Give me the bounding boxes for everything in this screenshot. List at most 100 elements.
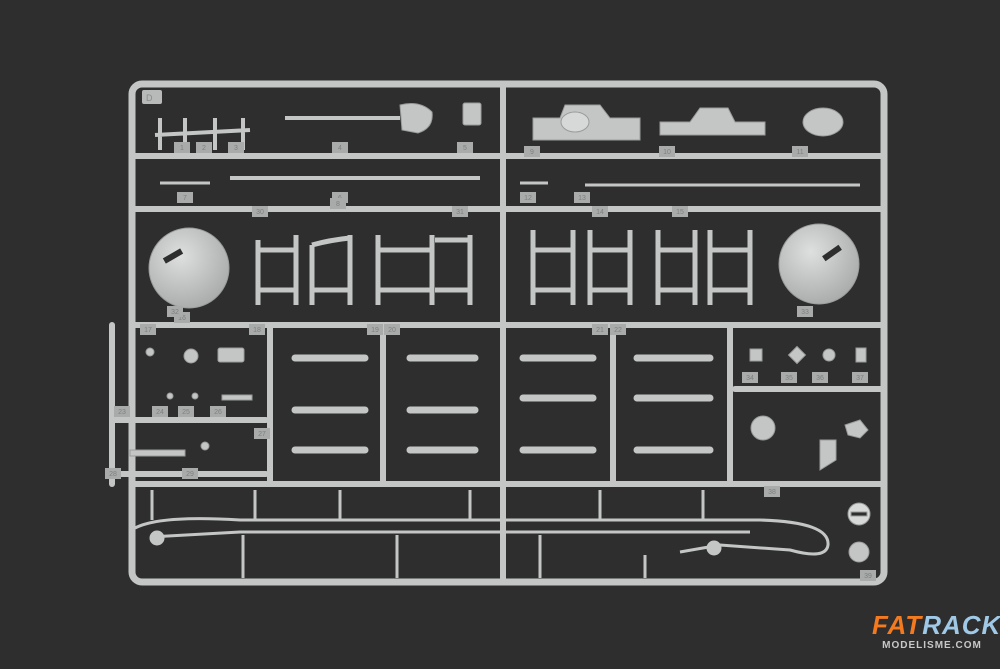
part-number-tab: 28: [105, 468, 121, 479]
part-number-label: 9: [530, 149, 534, 156]
part-number-label: 12: [524, 195, 532, 202]
small-parts-right: [749, 345, 871, 563]
part-number-tab: 5: [457, 142, 473, 153]
part-number-tab-bg: [167, 306, 183, 317]
part-number-tab: 2: [196, 142, 212, 153]
part-number-tab-bg: [860, 570, 876, 581]
part-number-label: 16: [178, 315, 186, 322]
part-number-tab: 10: [659, 146, 675, 157]
part-number-tab-bg: [672, 206, 688, 217]
part-number-tab: 9: [524, 146, 540, 157]
ladder-parts: [255, 230, 753, 305]
part-number-tab-bg: [520, 192, 536, 203]
part-number-tab-bg: [178, 406, 194, 417]
part-number-label: 11: [796, 149, 803, 156]
part-number-tab-bg: [764, 486, 780, 497]
part-number-tab: 11: [792, 146, 808, 157]
part-number-label: 13: [578, 195, 586, 202]
watermark-brand-b: RACK: [922, 610, 1000, 640]
part-number-tab-bg: [592, 206, 608, 217]
part-number-tab-bg: [457, 142, 473, 153]
part-number-tab: 16: [174, 312, 190, 323]
part-number-tab: 22: [610, 324, 626, 335]
part-number-label: 33: [801, 309, 809, 316]
part-number-label: 14: [596, 209, 604, 216]
part-number-tab-bg: [574, 192, 590, 203]
part-number-tab: 8: [330, 198, 346, 209]
part-number-label: 37: [856, 375, 864, 382]
part-number-tab: 19: [367, 324, 383, 335]
part-number-tab-bg: [384, 324, 400, 335]
part-number-tab: 7: [177, 192, 193, 203]
part-number-tabs: 1234567891011121314151617181920212223242…: [105, 142, 876, 581]
part-number-tab: 3: [228, 142, 244, 153]
part-number-label: 30: [256, 209, 264, 216]
part-number-label: 26: [214, 409, 222, 416]
sprue-runners-vertical: [109, 81, 733, 585]
part-number-tab-bg: [196, 142, 212, 153]
part-number-tab: 14: [592, 206, 608, 217]
part-number-label: 1: [180, 145, 184, 152]
part-number-tab-bg: [254, 428, 270, 439]
part-number-tab: 30: [252, 206, 268, 217]
part-number-label: 21: [596, 327, 604, 334]
part-number-tab: 1: [174, 142, 190, 153]
part-number-tab-bg: [228, 142, 244, 153]
part-number-tab-bg: [210, 406, 226, 417]
part-number-tab: 12: [520, 192, 536, 203]
part-number-tab-bg: [114, 406, 130, 417]
part-number-tab-bg: [330, 198, 346, 209]
part-number-label: 24: [156, 409, 164, 416]
part-number-tab-bg: [592, 324, 608, 335]
part-number-label: 27: [258, 431, 266, 438]
part-number-tab: 24: [152, 406, 168, 417]
part-number-label: 7: [183, 195, 187, 202]
part-number-tab-bg: [182, 468, 198, 479]
tow-cable-part: [134, 517, 830, 556]
part-number-label: 15: [676, 209, 684, 216]
part-number-tab-bg: [174, 312, 190, 323]
part-number-tab: 38: [764, 486, 780, 497]
part-number-tab-bg: [174, 142, 190, 153]
part-number-tab: 23: [114, 406, 130, 417]
part-number-tab-bg: [852, 372, 868, 383]
watermark-logo: FATRACK MODELISME.COM: [872, 610, 1000, 658]
part-number-label: 34: [746, 375, 754, 382]
part-number-label: 29: [186, 471, 194, 478]
watermark-brand-a: FAT: [872, 610, 923, 640]
part-number-tab-bg: [781, 372, 797, 383]
part-number-tab: 17: [140, 324, 156, 335]
part-number-label: 20: [388, 327, 396, 334]
disc-parts: [148, 223, 860, 309]
part-number-label: 2: [202, 145, 206, 152]
small-parts-left: [129, 347, 253, 457]
part-number-label: 22: [614, 327, 622, 334]
part-number-label: 18: [253, 327, 261, 334]
part-number-tab-bg: [177, 192, 193, 203]
part-number-tab-bg: [524, 146, 540, 157]
part-number-tab: 31: [452, 206, 468, 217]
part-number-tab: 15: [672, 206, 688, 217]
part-number-tab: 34: [742, 372, 758, 383]
part-number-tab: 18: [249, 324, 265, 335]
bar-parts: [291, 354, 714, 454]
part-number-tab-bg: [452, 206, 468, 217]
part-number-tab-bg: [797, 306, 813, 317]
part-number-label: 3: [234, 145, 238, 152]
part-number-tab: 20: [384, 324, 400, 335]
part-number-tab-bg: [742, 372, 758, 383]
part-number-tab: 26: [210, 406, 226, 417]
part-number-label: 17: [144, 327, 152, 334]
part-number-label: 23: [118, 409, 126, 416]
part-number-tab-bg: [140, 324, 156, 335]
watermark-site: MODELISME.COM: [882, 640, 982, 651]
part-number-tab: 33: [797, 306, 813, 317]
part-number-label: 4: [338, 145, 342, 152]
part-number-label: 32: [171, 309, 179, 316]
part-number-label: 36: [816, 375, 824, 382]
part-number-tab-bg: [252, 206, 268, 217]
part-number-tab: 39: [860, 570, 876, 581]
top-row-parts: [154, 102, 860, 187]
part-number-tab: 37: [852, 372, 868, 383]
part-number-label: 10: [663, 149, 671, 156]
